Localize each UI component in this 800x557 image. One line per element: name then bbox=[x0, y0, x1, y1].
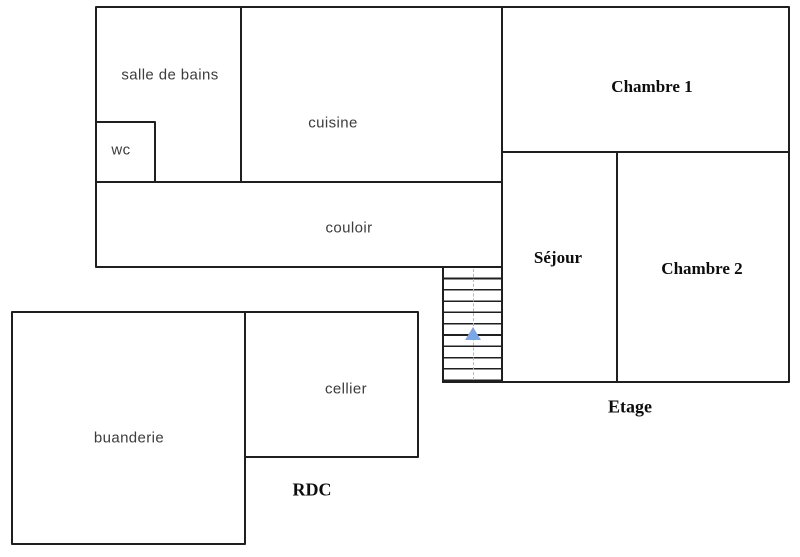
stairs-up-arrow-icon bbox=[464, 327, 481, 340]
room-couloir bbox=[95, 181, 503, 268]
floor-label-etage: Etage bbox=[608, 396, 652, 417]
room-chambre-2 bbox=[616, 151, 790, 383]
room-cuisine bbox=[240, 6, 503, 183]
room-wc bbox=[95, 121, 156, 183]
room-buanderie bbox=[11, 311, 246, 545]
room-cellier bbox=[244, 311, 419, 458]
room-sejour bbox=[501, 151, 618, 383]
room-chambre-1 bbox=[501, 6, 790, 153]
floor-label-rdc: RDC bbox=[292, 479, 332, 500]
stairs-direction-line bbox=[472, 269, 474, 380]
staircase bbox=[442, 266, 503, 383]
